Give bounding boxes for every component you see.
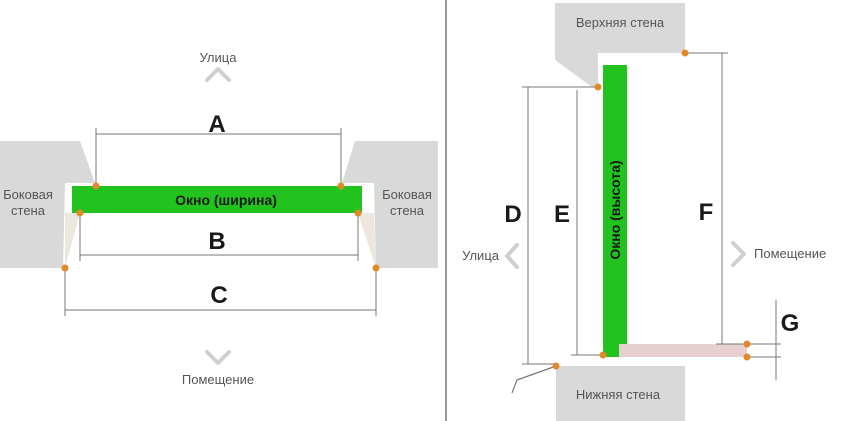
dim-e-label: E xyxy=(554,201,570,228)
top-wall xyxy=(555,3,685,87)
dim-g-label: G xyxy=(781,310,800,337)
chevron-up-icon xyxy=(205,67,231,82)
chevron-left-icon xyxy=(505,243,519,269)
marker-dot xyxy=(681,49,689,57)
dim-f-label: F xyxy=(699,199,714,226)
right-reveal xyxy=(358,213,376,268)
marker-dot xyxy=(743,353,751,361)
bottom-wall xyxy=(556,366,685,421)
left-side-wall xyxy=(0,141,95,268)
window-height-bar xyxy=(603,65,627,355)
marker-dot xyxy=(552,362,560,370)
marker-dot xyxy=(337,182,345,190)
chevron-right-icon xyxy=(731,241,746,267)
marker-dot xyxy=(594,83,602,91)
marker-dot xyxy=(599,351,607,359)
bottom-wall-label: Нижняя стена xyxy=(576,387,661,402)
marker-dot xyxy=(372,264,380,272)
marker-dot xyxy=(354,209,362,217)
right-street-label: Улица xyxy=(462,248,500,263)
left-reveal xyxy=(65,213,80,268)
window-sill xyxy=(619,344,747,357)
window-width-label: Окно (ширина) xyxy=(175,192,277,208)
right-panel: Верхняя стена Нижняя стена Окно (высота)… xyxy=(462,3,826,421)
dim-b-label: B xyxy=(208,228,225,255)
right-room-label: Помещение xyxy=(754,246,826,261)
marker-dot xyxy=(61,264,69,272)
dim-d-label: D xyxy=(504,201,521,228)
right-side-wall xyxy=(342,141,438,268)
dim-a-label: A xyxy=(208,111,225,138)
window-height-label: Окно (высота) xyxy=(607,160,623,259)
marker-dot xyxy=(743,340,751,348)
outer-ebb xyxy=(511,365,557,394)
top-wall-label: Верхняя стена xyxy=(576,15,665,30)
dim-c-label: C xyxy=(210,282,227,309)
chevron-down-icon xyxy=(205,350,231,365)
left-street-label: Улица xyxy=(200,50,238,65)
marker-dot xyxy=(92,182,100,190)
marker-dot xyxy=(76,209,84,217)
window-width-bar xyxy=(72,186,362,213)
window-frame-bottom xyxy=(604,345,619,357)
left-room-label: Помещение xyxy=(182,372,254,387)
